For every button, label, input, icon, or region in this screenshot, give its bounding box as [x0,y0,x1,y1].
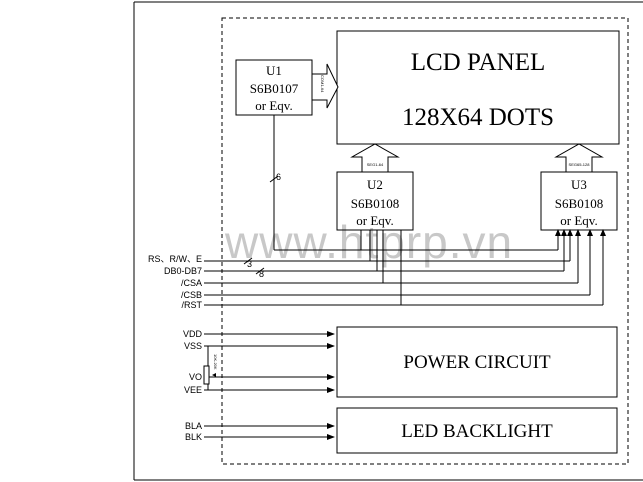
u2-part: S6B0108 [351,196,399,211]
signal-bla: BLA [185,421,202,431]
u1-part: S6B0107 [250,81,299,96]
u1-eqv: or Eqv. [255,98,292,113]
bus-wiring [204,230,604,306]
u1-bus-width: 6 [276,172,281,182]
contrast-potentiometer: 10K-20K [203,354,218,385]
pot-value-label: 10K-20K [213,354,218,370]
led-backlight-label: LED BACKLIGHT [401,421,553,442]
u3-input-arrows [555,229,606,236]
rs-bus-width: 3 [247,259,252,269]
signal-vss: VSS [184,341,202,351]
backlight-wiring [204,423,335,440]
led-backlight-block: LED BACKLIGHT [336,407,618,454]
power-signals: VDD VSS VO VEE [183,329,203,395]
db-bus-width: 8 [259,269,264,279]
watermark: www.htprp.vn [224,216,513,268]
power-circuit-label: POWER CIRCUIT [403,352,551,373]
module-boundary [221,17,629,465]
signal-vee: VEE [184,385,202,395]
signal-csb: /CSB [181,290,202,300]
power-circuit-block: POWER CIRCUIT [336,326,618,398]
u1-com-bus-arrow: COM1-64 [311,63,339,109]
u2-ref: U2 [367,177,383,192]
power-wiring [204,331,335,393]
u2-seg-bus-arrow: SEG1-64 [350,143,400,173]
u1-com-bus-label: COM1-64 [320,75,325,93]
u2-eqv: or Eqv. [356,213,393,228]
u3-eqv: or Eqv. [560,213,597,228]
signal-rs-rw-e: RS、R/W、E [148,254,202,264]
u1-ref: U1 [266,63,282,78]
lcd-panel-resolution: 128X64 DOTS [402,104,554,131]
u3-block: U3 S6B0108 or Eqv. [540,171,618,231]
lcd-panel-block: LCD PANEL 128X64 DOTS [336,30,620,145]
signal-csa: /CSA [181,278,202,288]
u3-part: S6B0108 [555,196,603,211]
signal-blk: BLK [185,432,202,442]
backlight-signals: BLA BLK [185,421,202,442]
u1-control-line [269,115,279,250]
page-frame [133,1,643,481]
u2-seg-bus-label: SEG1-64 [367,162,384,167]
signal-vdd: VDD [183,329,203,339]
signal-vo: VO [189,372,202,382]
interface-signals: RS、R/W、E DB0-DB7 /CSA /CSB /RST [148,254,203,310]
lcd-panel-title: LCD PANEL [411,49,546,76]
u3-ref: U3 [571,177,587,192]
u3-seg-bus-arrow: SEG65-128 [554,143,604,173]
u3-seg-bus-label: SEG65-128 [569,162,591,167]
signal-db0-db7: DB0-DB7 [164,266,202,276]
signal-rst: /RST [181,300,202,310]
u1-block: U1 S6B0107 or Eqv. [235,59,313,116]
